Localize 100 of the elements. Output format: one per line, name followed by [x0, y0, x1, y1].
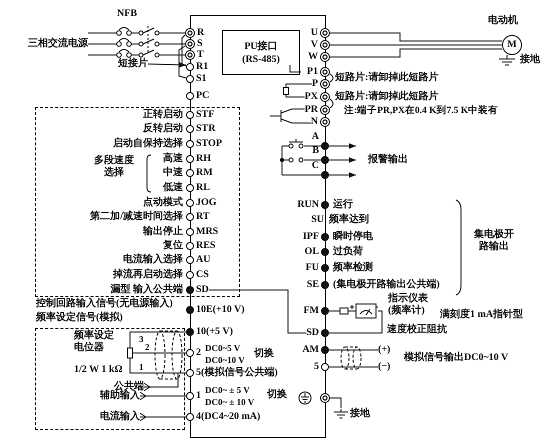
potentiometer-drawing	[126, 330, 136, 376]
motor-symbol	[502, 35, 522, 55]
terminal-function-label: 启动自保持选择	[113, 138, 183, 150]
group-label: 多段速度选择	[93, 155, 135, 179]
terminal-label: 10(+5 V)	[196, 326, 233, 338]
terminal-function-label: 第二加/减速时间选择	[90, 211, 183, 223]
port-box	[222, 30, 300, 75]
arrow	[328, 172, 356, 178]
section-label: 频率设定信号(模拟)	[36, 312, 123, 324]
wire	[174, 54, 186, 56]
note-text: 注:端子PR,PX在0.4 K到7.5 K中装有	[344, 105, 498, 117]
terminal-label: CS	[196, 269, 209, 281]
polarity-label: (+)	[378, 344, 390, 356]
wire	[178, 46, 186, 78]
arrow	[148, 62, 186, 68]
arrow	[140, 412, 186, 422]
terminal-label: SD	[196, 284, 209, 296]
current-input-label: 电流输入	[100, 411, 140, 423]
terminal-label: C	[312, 160, 319, 172]
potentiometer-rating: 1/2 W 1 kΩ	[74, 364, 122, 376]
terminal-label: FM	[303, 305, 319, 317]
transistor-symbol	[270, 106, 292, 126]
group-label: 集电极开路输出	[473, 229, 515, 253]
switch-note: 切换	[267, 389, 287, 401]
terminal-label: OL	[304, 246, 319, 258]
terminal-label: 2	[196, 347, 201, 359]
terminal-label: FU	[306, 262, 319, 274]
terminal-label: 1	[196, 390, 201, 402]
terminal-label: 4(DC4~20 mA)	[196, 411, 260, 423]
port-label: PU接口 (RS-485)	[241, 40, 281, 66]
pin-number: 2	[145, 341, 150, 353]
terminal-function-label: 中速	[163, 167, 183, 179]
wire	[88, 54, 114, 56]
resistor-label: 速度校正阻抗	[387, 324, 447, 336]
terminal-label: STR	[196, 123, 216, 135]
potentiometer-caption: 频率设定电位器	[74, 330, 115, 354]
terminal-label: RL	[196, 182, 210, 194]
wire	[136, 352, 186, 354]
wire	[286, 94, 306, 98]
terminal-label: N	[310, 116, 318, 128]
terminal-function-label: 电流输入选择	[123, 254, 183, 266]
terminal-label: 5	[314, 361, 319, 373]
wire	[174, 32, 186, 34]
terminal-function-label: 正转启动	[143, 109, 183, 121]
terminal-label: R1	[196, 61, 208, 73]
terminal-label: 5(模拟信号公共端)	[196, 367, 278, 379]
terminal-function-label: 高速	[163, 153, 183, 165]
motor-label: M	[507, 40, 517, 50]
terminal-function-label: 复位	[163, 240, 183, 252]
terminal-function-label: 运行	[333, 199, 353, 211]
wire	[328, 310, 382, 334]
terminal-label: AU	[196, 254, 210, 266]
arrow	[144, 372, 186, 392]
alarm-output-label: 报警输出	[368, 154, 408, 166]
terminal-label: RM	[196, 167, 213, 179]
terminal-function-label: 频率检测	[333, 262, 373, 274]
note-text: 短路片:请卸掉此短路片	[335, 72, 438, 84]
terminal-label: SD	[306, 327, 319, 339]
wire	[286, 84, 312, 88]
terminal-label: PX	[304, 91, 318, 103]
terminal-label: V	[310, 39, 318, 51]
terminal-label: W	[308, 51, 318, 63]
terminal-label: STOP	[196, 138, 222, 150]
terminal-label: RH	[196, 153, 211, 165]
wire	[330, 74, 334, 82]
terminal-label: PC	[196, 90, 210, 102]
terminal-label: P	[312, 78, 318, 90]
terminal-label: U	[310, 27, 318, 39]
terminal-function-label: 输出停止	[143, 226, 183, 238]
terminal-label: T	[197, 49, 204, 61]
wire	[328, 310, 338, 312]
terminal-label: PR	[304, 104, 318, 116]
terminal-label: P1	[306, 66, 318, 78]
resistor-symbol	[283, 87, 289, 95]
breaker-label: NFB	[117, 8, 137, 20]
voltage-range-label: DC0~5 V DC0~10 V	[205, 342, 246, 366]
terminal-label: S	[197, 38, 203, 50]
terminal-label: AM	[302, 344, 319, 356]
terminal-function-label: (集电极开路输出公共端)	[333, 279, 440, 291]
terminal-label: RT	[196, 211, 210, 223]
terminal-label: 10E(+10 V)	[196, 304, 245, 316]
auxiliary-input-label: 辅助输入	[100, 390, 140, 402]
wire	[182, 34, 186, 66]
wire	[330, 398, 342, 408]
terminal-function-label: 点动模式	[143, 197, 183, 209]
polarity-label: (−)	[378, 361, 390, 373]
arrow	[140, 392, 186, 400]
note-text: 模拟信号输出DC0~10 V	[404, 352, 508, 364]
power-source-label: 三相交流电源	[28, 38, 88, 50]
terminal-function-label: 掉流再启动选择	[113, 269, 183, 281]
terminal-label: S1	[196, 73, 207, 85]
terminal-function-label: 低速	[163, 182, 183, 194]
terminal-label: B	[312, 145, 319, 157]
wire	[330, 32, 502, 42]
arrow	[328, 143, 356, 149]
wire	[330, 48, 502, 58]
meter-drawing	[338, 303, 378, 319]
ground-label: 接地	[520, 54, 540, 66]
wire	[292, 108, 306, 110]
relay-contact-drawing	[280, 138, 304, 178]
